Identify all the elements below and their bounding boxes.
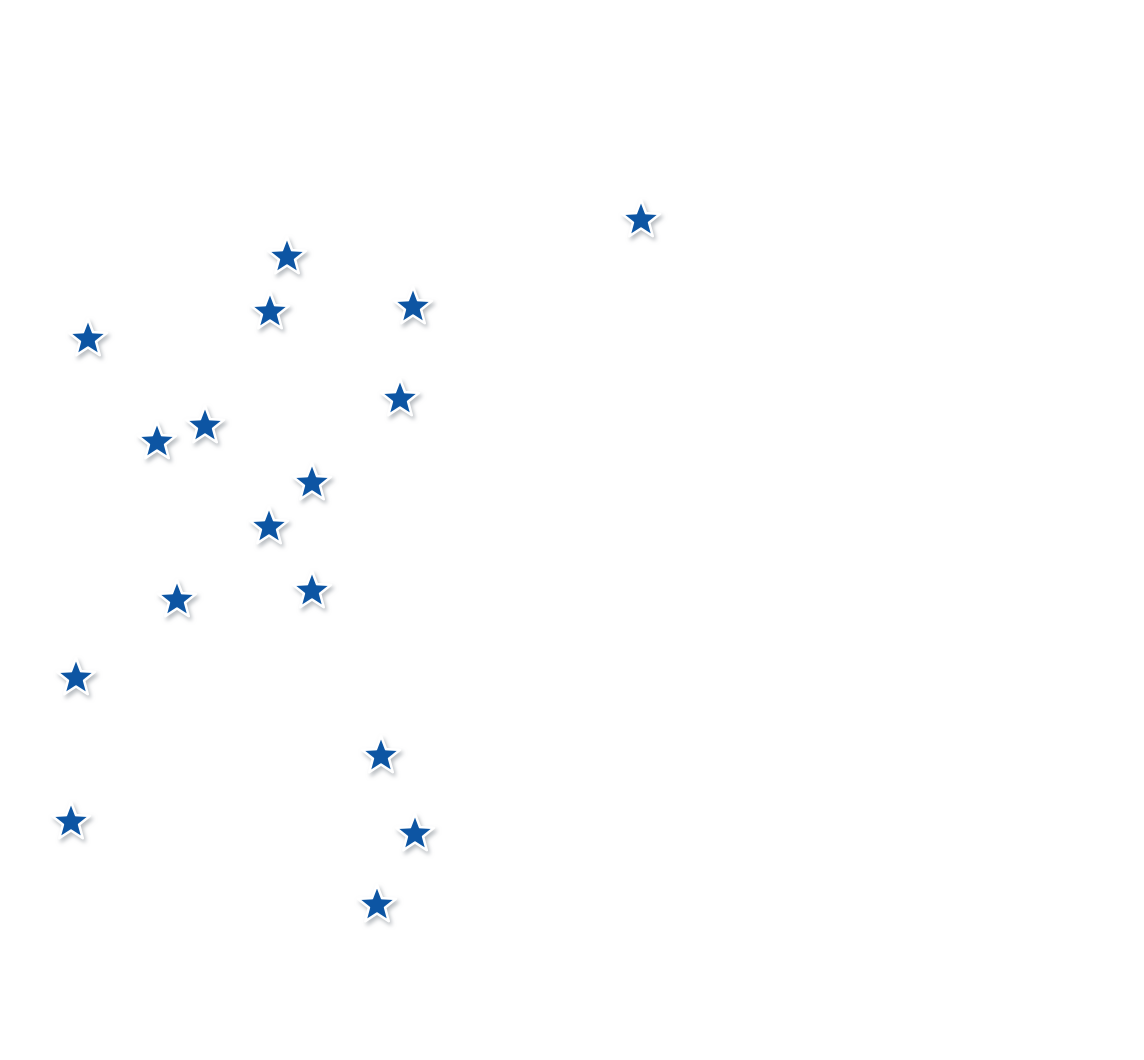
star-icon bbox=[55, 656, 97, 696]
data-points bbox=[50, 198, 662, 923]
star-icon bbox=[248, 505, 290, 545]
star-icon bbox=[360, 734, 402, 774]
star-icon bbox=[356, 883, 398, 923]
star-icon bbox=[67, 317, 109, 357]
star-icon bbox=[394, 812, 436, 852]
star-icon bbox=[620, 198, 662, 238]
star-icon bbox=[379, 377, 421, 417]
star-icon bbox=[156, 578, 198, 618]
star-icon bbox=[291, 461, 333, 501]
star-icon bbox=[136, 420, 178, 460]
star-icon bbox=[392, 285, 434, 325]
star-icon bbox=[50, 800, 92, 840]
star-icon bbox=[249, 290, 291, 330]
star-icon bbox=[184, 404, 226, 444]
star-icon bbox=[291, 569, 333, 609]
star-icon bbox=[266, 235, 308, 275]
